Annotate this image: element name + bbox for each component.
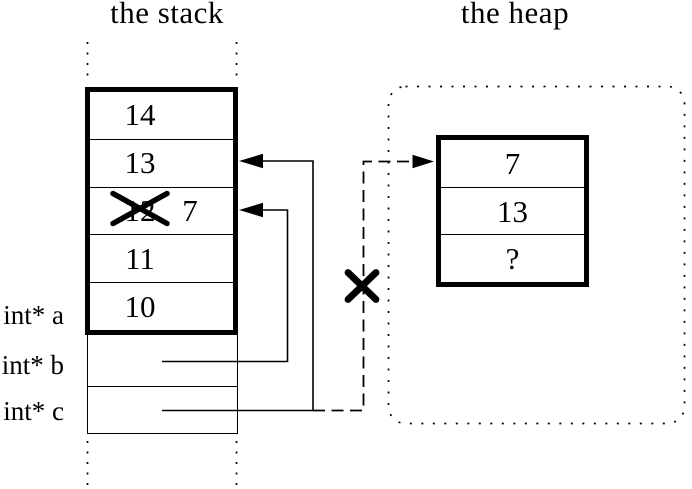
var-label-a: int* a bbox=[3, 300, 64, 330]
stack-cell-overwritten: 12 7 bbox=[90, 188, 233, 236]
var-label-c: int* c bbox=[3, 396, 64, 426]
stack-cell: 11 bbox=[90, 235, 233, 284]
stack-cell: 10 bbox=[90, 283, 233, 330]
stack-cell-value: 11 bbox=[125, 240, 155, 276]
heap-cell: ? bbox=[505, 241, 520, 277]
heap-cell: 13 bbox=[441, 188, 584, 236]
heap-cell: 7 bbox=[441, 140, 584, 188]
stack-cell: 13 bbox=[90, 140, 233, 188]
stack-cell: 14 bbox=[90, 92, 233, 140]
heap-title: the heap bbox=[460, 0, 570, 30]
stack-title: the stack bbox=[110, 0, 224, 30]
stack-frame-box: 14 13 12 7 11 10 bbox=[85, 87, 238, 335]
arrowhead-icon bbox=[239, 202, 263, 218]
stack-cell-value: 14 bbox=[124, 97, 156, 133]
pointer-vars-box bbox=[87, 334, 238, 434]
pointer-cell-b bbox=[88, 335, 237, 387]
heap-block-box: 7 13 ? bbox=[436, 135, 589, 287]
arrowhead-icon bbox=[412, 154, 434, 169]
stack-cell-value: 10 bbox=[124, 288, 156, 324]
stack-cell-value: 13 bbox=[124, 145, 156, 181]
arrowhead-icon bbox=[239, 153, 263, 169]
pointer-c-old-dashed-arrow bbox=[313, 154, 434, 412]
stack-cell-new-value: 7 bbox=[182, 192, 198, 228]
pointer-cell-c bbox=[88, 387, 237, 433]
invalid-pointer-x-icon bbox=[344, 269, 380, 303]
var-label-b: int* b bbox=[1, 350, 64, 380]
